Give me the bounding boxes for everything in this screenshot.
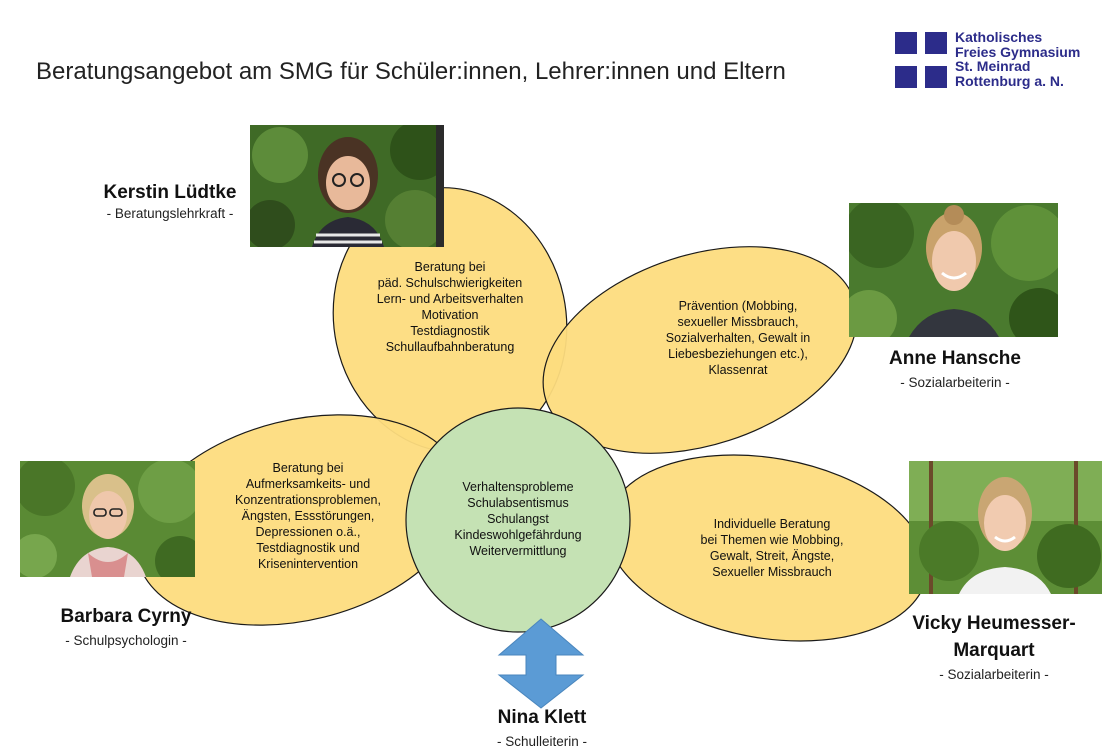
photo-anne-hansche bbox=[849, 203, 1058, 337]
petal-right-lower-text: Individuelle Beratung bei Themen wie Mob… bbox=[662, 516, 882, 580]
text-line: bei Themen wie Mobbing, bbox=[700, 533, 844, 547]
logo-line: Rottenburg a. N. bbox=[955, 72, 1064, 89]
role-vicky-heumesser-marquart: - Sozialarbeiterin - bbox=[939, 667, 1049, 682]
text-line: Kindeswohlgefährdung bbox=[454, 528, 582, 542]
text-line: Individuelle Beratung bbox=[713, 517, 831, 531]
text-line: päd. Schulschwierigkeiten bbox=[377, 276, 523, 290]
petal-top-text: Beratung bei päd. Schulschwierigkeiten L… bbox=[330, 259, 570, 355]
text-line: Liebesbeziehungen etc.), bbox=[668, 347, 808, 361]
photo-vicky-heumesser-marquart bbox=[909, 461, 1102, 594]
text-line: Schulangst bbox=[487, 512, 549, 526]
logo-square bbox=[895, 32, 917, 54]
text-line: Verhaltensprobleme bbox=[462, 480, 574, 494]
logo-square bbox=[925, 66, 947, 88]
text-line: Konzentrationsproblemen, bbox=[235, 493, 381, 507]
text-line: Klassenrat bbox=[708, 363, 768, 377]
name-vicky-heumesser-marquart: Vicky Heumesser- Marquart bbox=[888, 612, 1100, 662]
text-line: Schulabsentismus bbox=[467, 496, 569, 510]
page-title: Beratungsangebot am SMG für Schüler:inne… bbox=[36, 58, 786, 85]
logo-line: St. Meinrad bbox=[955, 58, 1031, 74]
text-line: Sexueller Missbrauch bbox=[712, 565, 832, 579]
text-line: Testdiagnostik und bbox=[256, 541, 360, 555]
text-line: Aufmerksamkeits- und bbox=[245, 477, 371, 491]
double-arrow bbox=[497, 618, 585, 709]
logo-line: Katholisches bbox=[955, 29, 1043, 45]
school-logo: Katholisches Freies Gymnasium St. Meinra… bbox=[893, 30, 1093, 94]
text-line: Sozialverhalten, Gewalt in bbox=[665, 331, 811, 345]
name-anne-hansche: Anne Hansche bbox=[889, 348, 1021, 369]
text-line: Depressionen o.ä., bbox=[255, 525, 361, 539]
name-barbara-cyrny: Barbara Cyrny bbox=[60, 606, 192, 627]
logo-line: Freies Gymnasium bbox=[955, 43, 1081, 60]
text-line: Schullaufbahnberatung bbox=[385, 340, 515, 354]
center-circle bbox=[405, 407, 631, 633]
logo-square bbox=[925, 32, 947, 54]
text-line: Weitervermittlung bbox=[469, 544, 567, 558]
logo-wordmark: Katholisches Freies Gymnasium St. Meinra… bbox=[955, 30, 1080, 88]
text-line: Krisenintervention bbox=[257, 557, 359, 571]
logo-square bbox=[895, 66, 917, 88]
name-kerstin-luedtke: Kerstin Lüdtke bbox=[103, 182, 237, 203]
text-line: Gewalt, Streit, Ängste, bbox=[709, 549, 835, 563]
name-nina-klett: Nina Klett bbox=[497, 707, 587, 728]
text-line: Lern- und Arbeitsverhalten bbox=[376, 292, 524, 306]
text-line: Ängsten, Essstörungen, bbox=[241, 509, 375, 523]
petal-right-upper-text: Prävention (Mobbing, sexueller Missbrauc… bbox=[628, 298, 848, 378]
role-barbara-cyrny: - Schulpsychologin - bbox=[65, 633, 187, 648]
role-nina-klett: - Schulleiterin - bbox=[496, 734, 588, 749]
text-line: Motivation bbox=[421, 308, 479, 322]
role-anne-hansche: - Sozialarbeiterin - bbox=[900, 375, 1010, 390]
text-line: sexueller Missbrauch, bbox=[677, 315, 799, 329]
text-line: Beratung bei bbox=[414, 260, 486, 274]
role-kerstin-luedtke: - Beratungslehrkraft - bbox=[106, 206, 234, 221]
text-line: Prävention (Mobbing, bbox=[678, 299, 798, 313]
center-text: Verhaltensprobleme Schulabsentismus Schu… bbox=[428, 479, 608, 559]
photo-kerstin-luedtke bbox=[250, 125, 444, 247]
text-line: Testdiagnostik bbox=[410, 324, 490, 338]
name-line: Vicky Heumesser- bbox=[912, 613, 1076, 634]
text-line: Beratung bei bbox=[272, 461, 344, 475]
photo-barbara-cyrny bbox=[20, 461, 195, 577]
name-line: Marquart bbox=[953, 640, 1035, 661]
petal-left-text: Beratung bei Aufmerksamkeits- und Konzen… bbox=[188, 460, 428, 572]
